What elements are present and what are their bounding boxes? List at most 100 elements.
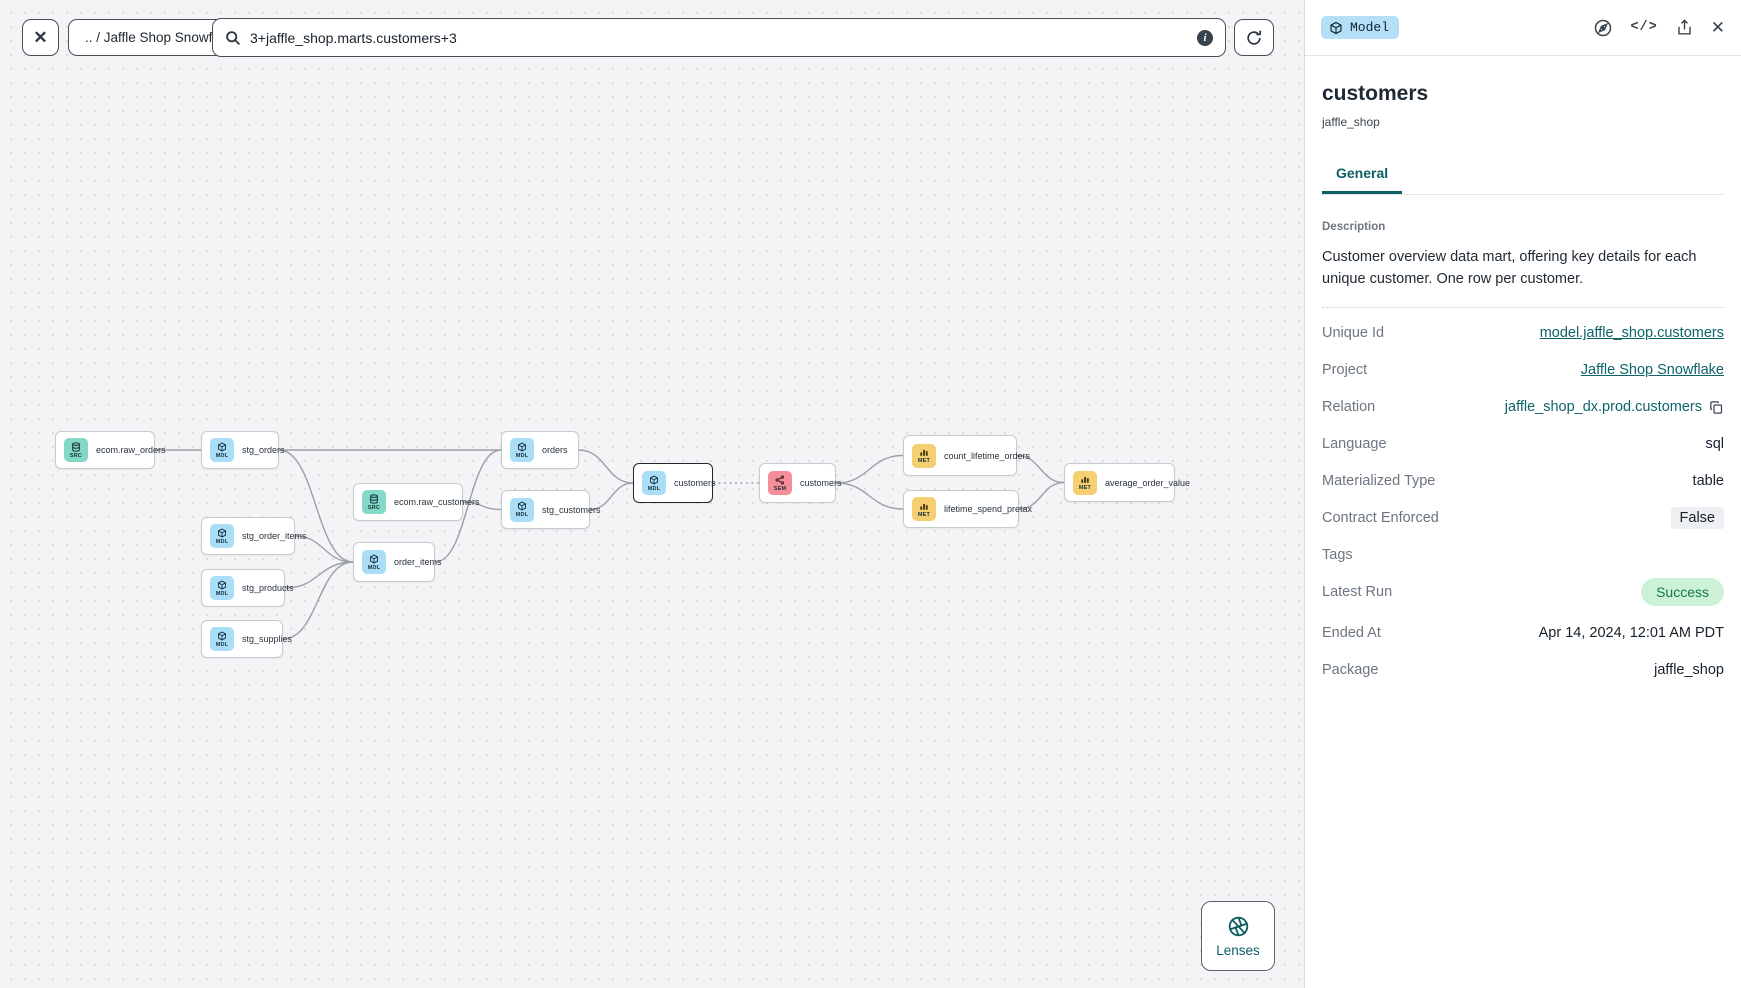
graph-node-count_lifetime_orders[interactable]: MET count_lifetime_orders: [903, 435, 1030, 476]
edge-count_lifetime_orders-to-average_order_value: [1016, 454, 1065, 484]
field-value-link[interactable]: Jaffle Shop Snowflake: [1580, 362, 1724, 379]
search-input[interactable]: [250, 29, 1188, 46]
resource-type-badge: Model: [1321, 16, 1400, 39]
lens-aperture-icon: [1227, 915, 1250, 938]
node-label: count_lifetime_orders: [944, 450, 1031, 461]
field-label: Relation: [1322, 399, 1376, 416]
field-value: sql: [1705, 436, 1724, 453]
detail-panel: Model </> ✕: [1305, 0, 1741, 988]
node-label: orders: [542, 445, 568, 455]
success-pill: Success: [1641, 577, 1724, 606]
node-type-label: MET: [917, 458, 931, 464]
edge-stg_order_items-to-order_items: [294, 535, 354, 563]
explore-compass-icon[interactable]: [1593, 18, 1613, 38]
graph-node-orders[interactable]: MDL orders: [501, 431, 579, 469]
field-label: Package: [1322, 662, 1379, 679]
cube-icon: MDL: [510, 497, 534, 522]
cube-icon: MDL: [210, 524, 234, 548]
cube-icon: MDL: [210, 438, 234, 462]
edge-customers_sem-to-count_lifetime_orders: [835, 454, 904, 484]
status-badge: Success: [1641, 577, 1724, 606]
tab-general[interactable]: General: [1322, 165, 1403, 194]
package-subtitle: jaffle_shop: [1322, 115, 1380, 129]
cube-icon: MDL: [210, 627, 234, 651]
field-row: Tags: [1322, 544, 1724, 567]
edge-stg_customers-to-customers: [589, 482, 634, 511]
panel-header: Model </> ✕: [1305, 0, 1741, 56]
cube-icon: MDL: [362, 550, 386, 574]
edge-orders-to-customers: [578, 449, 634, 484]
close-panel-icon[interactable]: ✕: [1710, 17, 1725, 37]
node-label: order_items: [394, 557, 442, 567]
code-icon[interactable]: </>: [1630, 20, 1658, 35]
field-label: Materialized Type: [1322, 473, 1436, 490]
node-label: stg_order_items: [242, 531, 307, 541]
graph-node-order_items[interactable]: MDL order_items: [353, 542, 442, 582]
node-type-label: MDL: [215, 538, 229, 545]
panel-tabs: General: [1322, 165, 1724, 195]
search-icon: [225, 30, 241, 46]
cube-icon: MDL: [642, 471, 666, 495]
node-type-label: MDL: [215, 452, 229, 459]
semantic-nodes-icon: SEM: [768, 471, 792, 495]
lineage-toolbar: ✕ .. / Jaffle Shop Snowflake i: [0, 0, 1304, 76]
copy-icon[interactable]: [1709, 400, 1724, 415]
field-value-link[interactable]: model.jaffle_shop.customers: [1539, 325, 1724, 342]
field-label: Ended At: [1322, 625, 1381, 642]
node-type-label: MDL: [215, 641, 229, 648]
field-label: Project: [1322, 362, 1368, 379]
field-value: table: [1692, 473, 1724, 490]
description-label: Description: [1322, 221, 1386, 233]
node-type-label: MDL: [367, 564, 381, 571]
lineage-search-bar: i: [212, 18, 1226, 57]
cube-icon: MDL: [510, 438, 534, 462]
field-row: Contract Enforced False: [1322, 507, 1724, 530]
field-label: Language: [1322, 436, 1387, 453]
node-type-label: SRC: [69, 452, 83, 459]
lineage-edges: [154, 449, 1065, 640]
field-row: Project Jaffle Shop Snowflake: [1322, 359, 1724, 382]
info-icon[interactable]: i: [1197, 29, 1213, 46]
edge-lifetime_spend_pretax-to-average_order_value: [1018, 481, 1065, 510]
field-value: Apr 14, 2024, 12:01 AM PDT: [1538, 625, 1724, 642]
graph-node-stg_orders[interactable]: MDL stg_orders: [201, 431, 285, 469]
contract-chip: False: [1670, 507, 1724, 530]
close-lineage-button[interactable]: ✕: [22, 19, 59, 56]
graph-node-average_order_value[interactable]: MET average_order_value: [1064, 463, 1190, 502]
share-icon[interactable]: [1675, 18, 1694, 37]
edge-order_items-to-orders: [434, 449, 502, 563]
field-label: Contract Enforced: [1322, 510, 1439, 527]
field-row: Materialized Type table: [1322, 470, 1724, 493]
node-label: stg_orders: [242, 445, 285, 455]
graph-node-stg_order_items[interactable]: MDL stg_order_items: [201, 517, 307, 555]
node-type-label: MET: [917, 511, 931, 518]
node-type-label: MDL: [515, 452, 529, 459]
edge-customers_sem-to-lifetime_spend_pretax: [835, 482, 904, 510]
node-type-label: MDL: [647, 485, 661, 492]
bar-chart-icon: MET: [912, 497, 936, 521]
refresh-icon: [1245, 29, 1263, 47]
refresh-button[interactable]: [1234, 19, 1274, 56]
node-label: average_order_value: [1105, 477, 1191, 488]
badge-label: Model: [1350, 20, 1390, 35]
field-row: Ended At Apr 14, 2024, 12:01 AM PDT: [1322, 622, 1724, 645]
bar-chart-icon: MET: [1073, 470, 1097, 495]
database-icon: SRC: [64, 438, 88, 462]
cube-icon: MDL: [210, 576, 234, 600]
chip-value: False: [1670, 507, 1724, 530]
field-row: Relation jaffle_shop_dx.prod.customers: [1322, 396, 1724, 419]
lenses-button[interactable]: Lenses: [1201, 901, 1275, 971]
field-value-relation: jaffle_shop_dx.prod.customers: [1505, 399, 1724, 415]
